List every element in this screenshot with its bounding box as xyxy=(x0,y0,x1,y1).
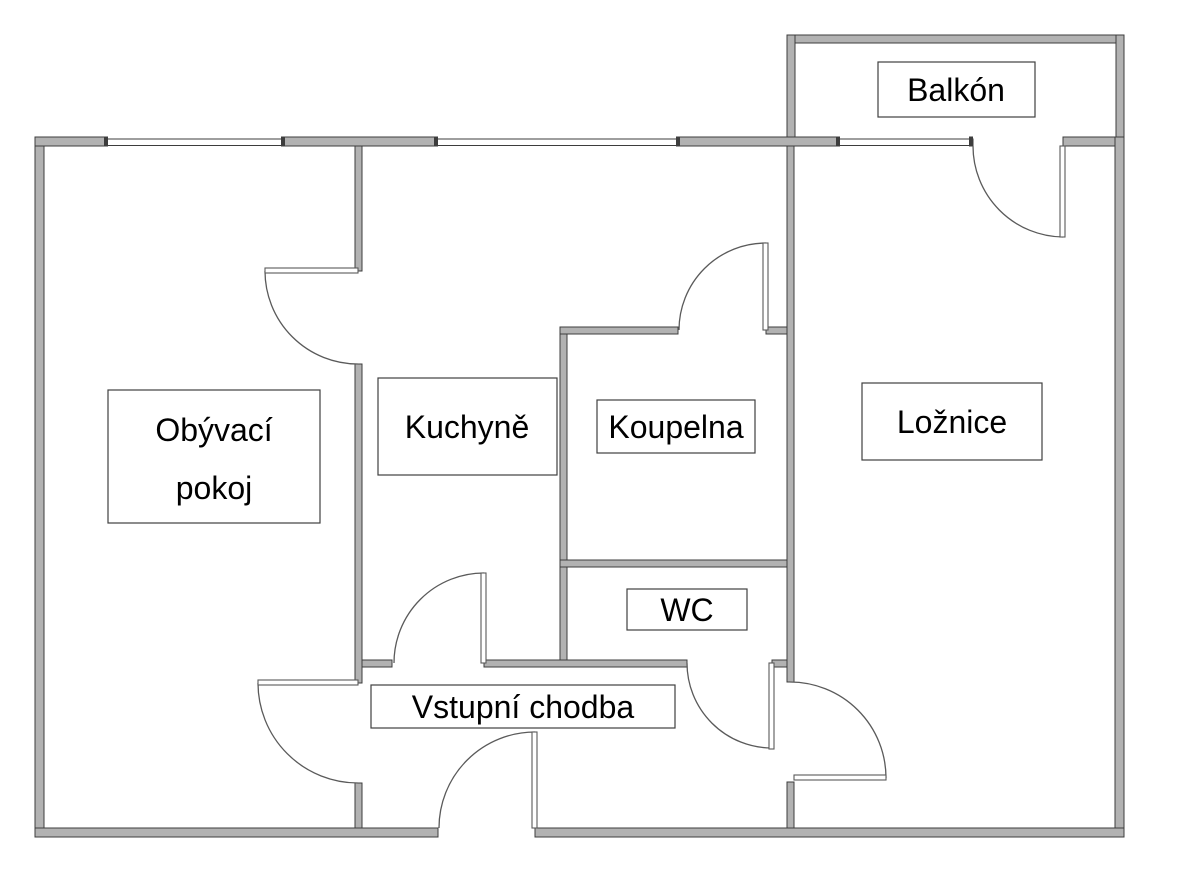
window-kitchen xyxy=(434,136,680,147)
door-arc xyxy=(438,731,536,829)
door-leaf xyxy=(531,731,538,829)
room-label-bedroom: Ložnice xyxy=(861,382,1043,461)
wall-living-kitchen-stub xyxy=(354,782,363,829)
wall-bathroom-west xyxy=(559,329,568,668)
door-leaf xyxy=(1059,145,1066,238)
door-living-hall xyxy=(257,679,359,784)
room-label-balcony: Balkón xyxy=(877,61,1036,118)
room-label-text: Kuchyně xyxy=(405,409,530,445)
outer-wall-top-b xyxy=(282,136,437,147)
door-arc xyxy=(257,682,359,784)
room-label-box xyxy=(861,382,1043,461)
window-cap xyxy=(676,136,680,147)
wall-bedroom-west-upper xyxy=(786,145,795,683)
door-leaf xyxy=(762,242,769,331)
wall-hall-north-b xyxy=(483,659,688,668)
wall-living-kitchen-upper xyxy=(354,145,363,272)
outer-wall-bottom-a xyxy=(34,827,439,838)
wall-hall-north-a xyxy=(361,659,393,668)
room-label-text: Vstupní chodba xyxy=(412,689,635,725)
room-label-text: WC xyxy=(660,592,713,628)
room-label-text: Obývací xyxy=(155,412,272,448)
room-label-box xyxy=(377,377,558,476)
door-wc-hall xyxy=(686,662,775,750)
room-label-text: Ložnice xyxy=(897,404,1007,440)
window-cap xyxy=(104,136,108,147)
window-cap xyxy=(836,136,840,147)
wall-living-kitchen-mid xyxy=(354,363,363,684)
doors xyxy=(257,145,1066,829)
door-kitchen-hall xyxy=(393,572,487,664)
wall-bathroom-north-a xyxy=(559,326,679,335)
door-balcony xyxy=(972,145,1066,238)
door-entrance xyxy=(438,731,538,829)
door-leaf xyxy=(264,267,359,274)
door-leaf xyxy=(768,662,775,750)
room-label-text: pokoj xyxy=(176,470,253,506)
wall-bathroom-wc-divider xyxy=(559,559,795,568)
door-leaf xyxy=(793,774,887,781)
room-label-wc: WC xyxy=(626,588,748,631)
window-living-room xyxy=(104,136,285,147)
door-arc xyxy=(972,145,1064,238)
room-label-text: Balkón xyxy=(907,72,1005,108)
door-arc xyxy=(686,662,773,749)
room-label-box xyxy=(626,588,748,631)
outer-wall-bottom-b xyxy=(534,827,1125,838)
room-label-text: Koupelna xyxy=(608,409,743,445)
balcony-wall-top xyxy=(786,34,1125,44)
door-bedroom-hall xyxy=(789,681,887,781)
windows xyxy=(104,136,974,147)
window-cap xyxy=(969,136,973,147)
door-arc xyxy=(264,270,359,365)
interior-walls xyxy=(354,145,795,829)
wall-bedroom-west-stub xyxy=(786,781,795,829)
balcony-wall-right xyxy=(1115,34,1125,147)
room-label-box xyxy=(596,399,756,454)
room-label-living-room: Obývací pokoj xyxy=(107,389,321,524)
room-labels: Balkón Obývací pokoj Kuchyně Koupelna Lo… xyxy=(107,61,1043,729)
door-leaf xyxy=(480,572,487,664)
outer-wall-top-a xyxy=(34,136,108,147)
room-label-kitchen: Kuchyně xyxy=(377,377,558,476)
door-living-kitchen xyxy=(264,267,359,365)
room-label-entrance-hall: Vstupní chodba xyxy=(370,684,676,729)
outer-wall-top-c xyxy=(677,136,839,147)
room-label-bathroom: Koupelna xyxy=(596,399,756,454)
door-arc xyxy=(678,242,767,331)
window-cap xyxy=(281,136,285,147)
door-arc xyxy=(789,681,887,779)
room-label-box xyxy=(877,61,1036,118)
outer-wall-left xyxy=(34,136,45,838)
balcony-wall-left xyxy=(786,34,796,147)
door-leaf xyxy=(257,679,359,686)
room-label-box xyxy=(107,389,321,524)
door-bathroom xyxy=(678,242,769,331)
window-bedroom xyxy=(836,136,974,147)
outer-walls xyxy=(34,136,1125,838)
outer-wall-right xyxy=(1114,136,1125,838)
door-arc xyxy=(393,572,485,664)
room-label-box xyxy=(370,684,676,729)
window-cap xyxy=(434,136,438,147)
